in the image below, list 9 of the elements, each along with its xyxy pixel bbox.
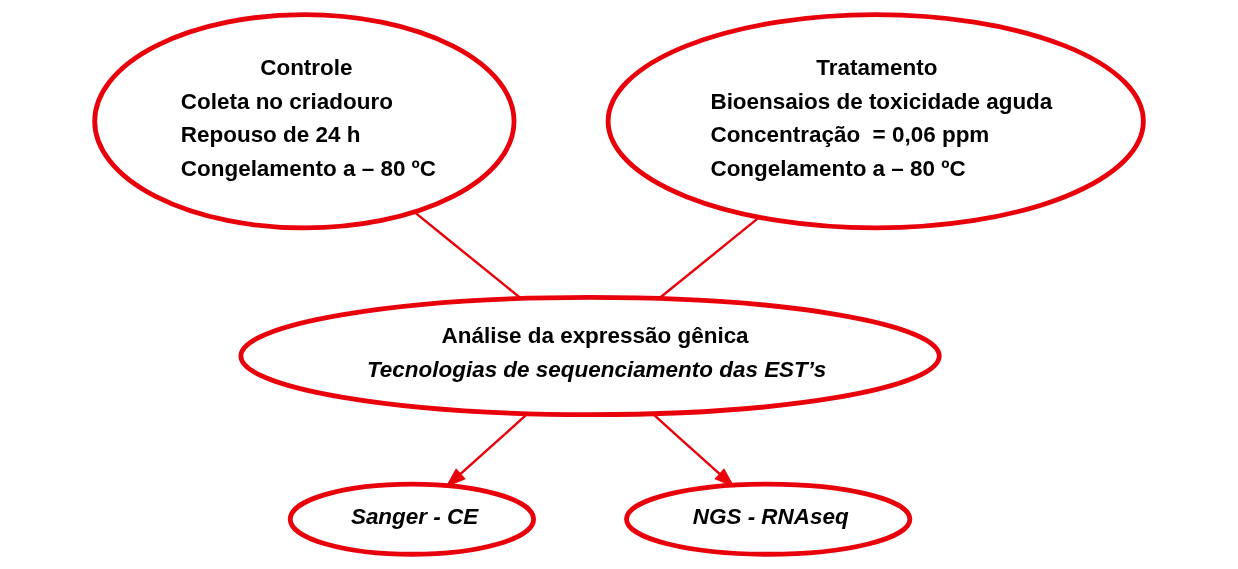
connector <box>658 216 760 299</box>
node-ellipse: Análise da expressão gênica Tecnologias de sequenciamento das EST’s <box>238 294 942 418</box>
connector <box>414 211 522 299</box>
node-ellipse: NGS - RNAseq <box>624 481 913 557</box>
node-ellipse: Tratamento Bioensaios de toxicidade aguda Concentração = 0,06 ppm Congelamento a – 80 ºC <box>605 12 1146 231</box>
arrow <box>652 413 735 488</box>
arrow <box>445 413 528 488</box>
node-ellipse: Sanger - CE <box>287 481 536 557</box>
node-ellipse: Controle Coleta no criadouro Repouso de 24 h Congelamento a – 80 ºC <box>92 12 517 231</box>
